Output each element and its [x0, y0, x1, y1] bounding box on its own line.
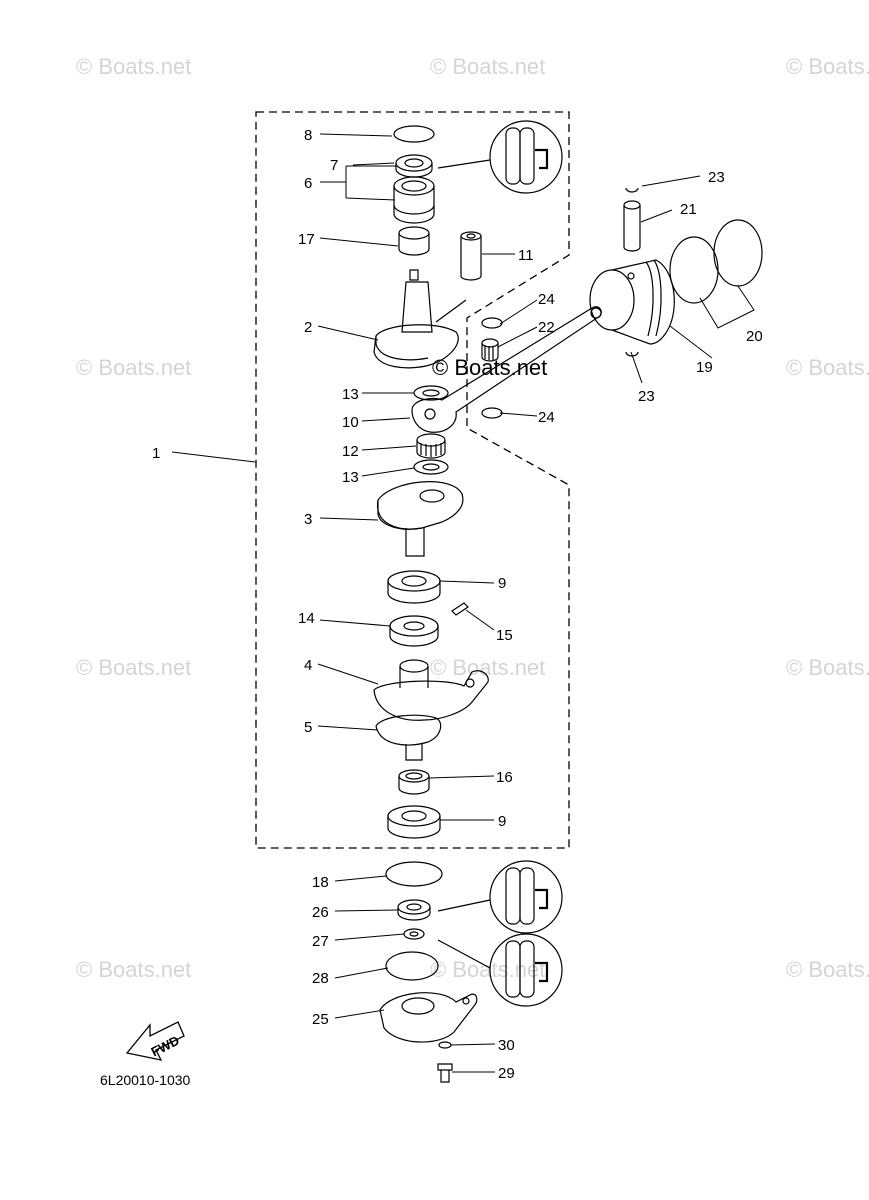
part-27-oil-seal [403, 928, 425, 940]
part-label-16: 16 [496, 769, 513, 786]
watermark: © Boats.net [76, 54, 192, 79]
watermark: © Boats.net [786, 655, 869, 680]
part-21-piston-pin [623, 200, 641, 252]
part-10-connecting-rod [411, 306, 602, 433]
part-label-10: 10 [342, 414, 359, 431]
part-label-3: 3 [304, 511, 312, 528]
part-label-12: 12 [342, 443, 359, 460]
part-25-lower-housing [379, 992, 478, 1043]
watermark: © Boats.net [76, 655, 192, 680]
part-label-19: 19 [696, 359, 713, 376]
part-label-11: 11 [518, 247, 534, 264]
grease-application-icon [437, 120, 563, 194]
diagram-code: 6L20010-1030 [100, 1072, 191, 1088]
watermark: © Boats.net [430, 957, 546, 982]
part-12-bearing [416, 433, 446, 459]
part-18-o-ring [385, 861, 443, 887]
watermark: © Boats.net [786, 957, 869, 982]
leader-lines [171, 133, 755, 1073]
part-label-2: 2 [304, 319, 312, 336]
part-label-9: 9 [498, 575, 506, 592]
part-label-5: 5 [304, 719, 312, 736]
part-label-25: 25 [312, 1011, 329, 1028]
part-9-ball-bearing [387, 805, 441, 839]
part-17-bushing [398, 226, 430, 256]
part-label-24: 24 [538, 409, 555, 426]
part-14-bearing [389, 615, 439, 647]
part-28-gasket [385, 951, 439, 981]
part-24-washer [481, 407, 503, 419]
part-label-30: 30 [498, 1037, 515, 1054]
part-3-crank-web [377, 481, 464, 557]
watermark: © Boats.net [432, 355, 548, 380]
part-16-bushing [398, 769, 430, 795]
part-label-22: 22 [538, 319, 555, 336]
part-label-26: 26 [312, 904, 329, 921]
watermark: © Boats.net [786, 355, 869, 380]
part-15-pin [451, 602, 469, 616]
part-label-4: 4 [304, 657, 312, 674]
part-label-20: 20 [746, 328, 763, 345]
part-4-lower-crank [373, 659, 489, 721]
watermark: © Boats.net [786, 54, 869, 79]
part-label-29: 29 [498, 1065, 515, 1082]
part-label-17: 17 [298, 231, 315, 248]
part-label-13: 13 [342, 386, 359, 403]
part-label-18: 18 [312, 874, 329, 891]
part-label-27: 27 [312, 933, 329, 950]
part-label-8: 8 [304, 127, 312, 144]
grease-application-icon [437, 860, 563, 934]
part-20-piston-ring [669, 236, 719, 304]
part-11-pin [460, 231, 482, 281]
part-24-washer [481, 317, 503, 329]
part-7-oil-seal [395, 154, 433, 178]
part-label-23: 23 [708, 169, 725, 186]
part-label-28: 28 [312, 970, 329, 987]
part-8-o-ring [393, 125, 435, 143]
part-22-small-end-bearing [481, 338, 499, 362]
part-9-ball-bearing [387, 570, 441, 604]
watermark: © Boats.net [76, 957, 192, 982]
part-label-23: 23 [638, 388, 655, 405]
fwd-arrow-icon: FWD [125, 1021, 185, 1061]
part-30-washer [438, 1041, 452, 1049]
grease-application-icon [437, 933, 563, 1007]
part-19-piston [589, 259, 675, 345]
part-20-piston-ring [713, 219, 763, 287]
part-13-thrust-washer [413, 459, 449, 475]
part-label-1: 1 [152, 445, 160, 462]
part-29-bolt [437, 1063, 453, 1083]
part-label-6: 6 [304, 175, 312, 192]
watermark: © Boats.net [430, 54, 546, 79]
fwd-label: FWD [149, 1033, 182, 1060]
watermark: © Boats.net [76, 355, 192, 380]
part-label-7: 7 [330, 157, 338, 174]
part-6-upper-housing [393, 176, 435, 224]
part-label-21: 21 [680, 201, 697, 218]
part-label-9: 9 [498, 813, 506, 830]
part-26-oil-seal [397, 899, 431, 921]
part-5-crank-counterweight [375, 714, 442, 761]
part-label-24: 24 [538, 291, 555, 308]
part-2-upper-crank [373, 269, 467, 369]
part-label-14: 14 [298, 610, 315, 627]
part-23-circlip [625, 187, 639, 193]
part-label-13: 13 [342, 469, 359, 486]
part-label-15: 15 [496, 627, 513, 644]
